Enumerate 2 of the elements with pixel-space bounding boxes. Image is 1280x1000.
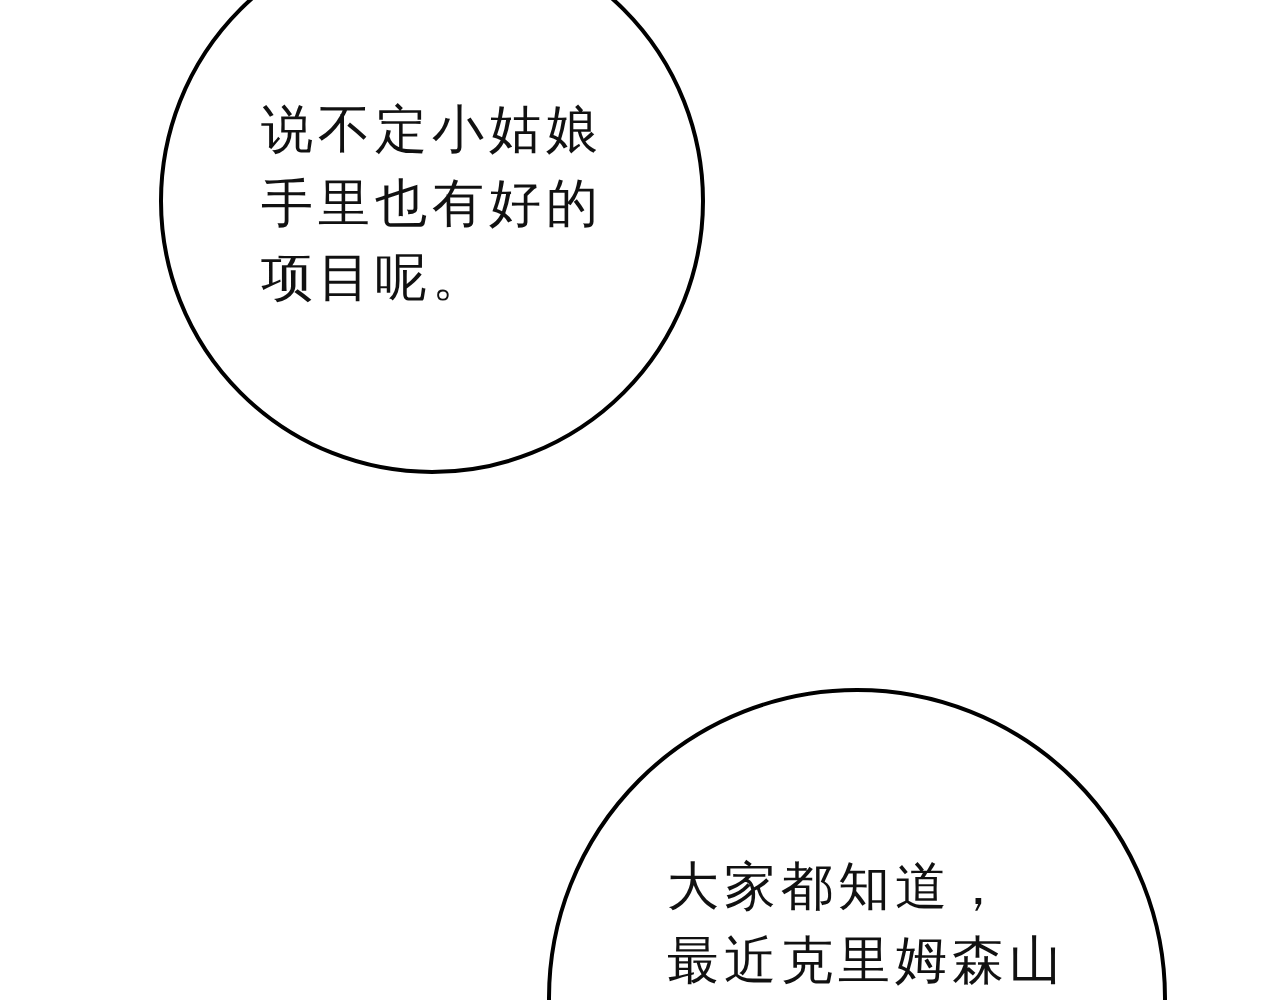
dialogue-text: 说不定小姑娘手里也有好的项目呢。 xyxy=(261,98,604,309)
dialogue-text: 大家都知道，最近克里姆森山 xyxy=(667,855,1067,992)
